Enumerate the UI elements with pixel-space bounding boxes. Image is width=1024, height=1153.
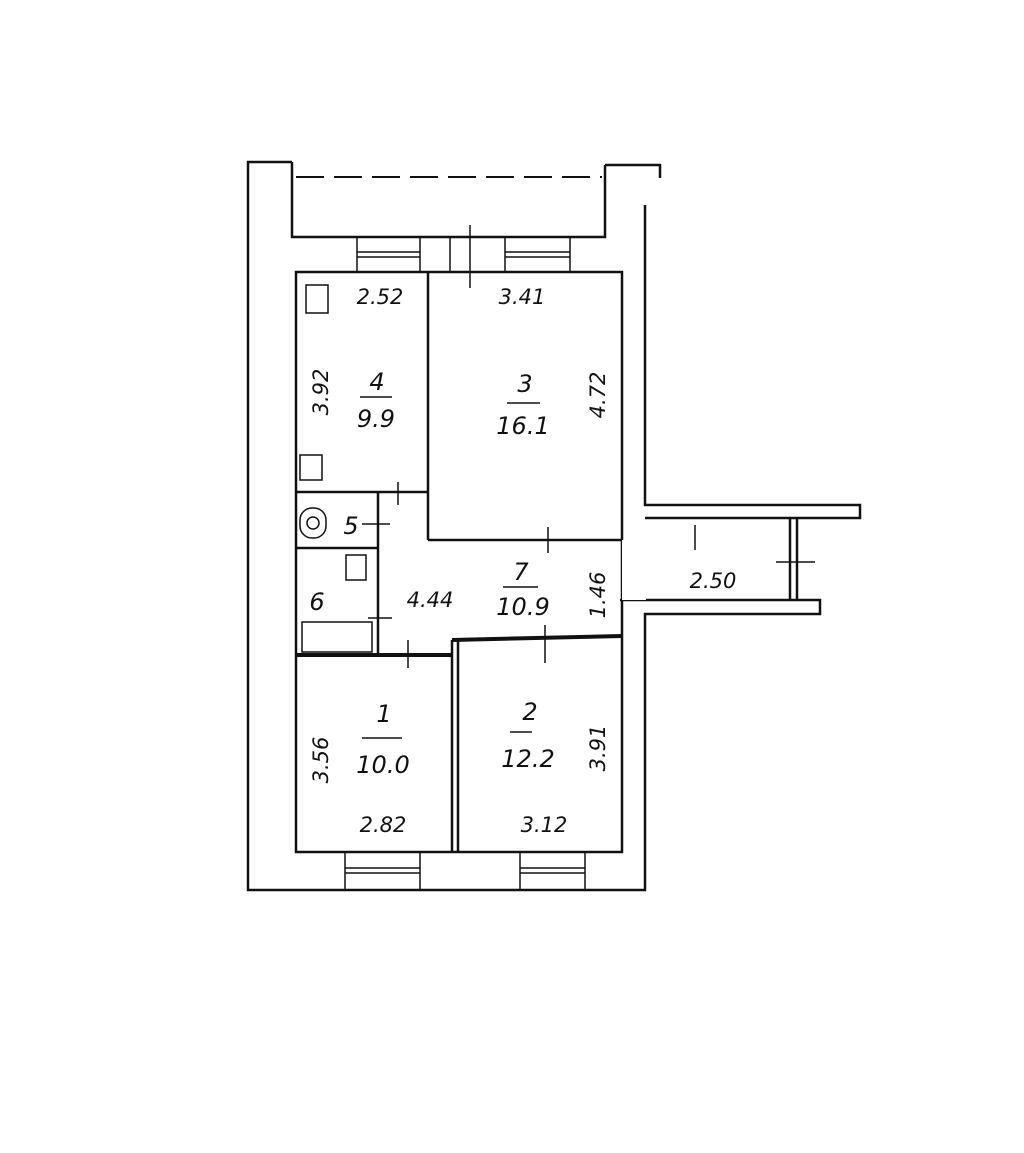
sink-icon — [299, 454, 323, 481]
room-7-area: 10.9 — [496, 593, 549, 621]
room-1-labels: 1 10.0 3.56 2.82 — [309, 700, 410, 837]
door-ticks — [362, 482, 815, 668]
room-2-width: 3.12 — [521, 813, 568, 837]
room-4-length: 3.92 — [309, 369, 333, 416]
room-1-length: 3.56 — [309, 737, 333, 784]
room-4-number: 4 — [369, 368, 384, 396]
room-3-number: 3 — [517, 370, 532, 398]
inner-walls — [294, 270, 799, 854]
toilet-icon — [299, 507, 327, 539]
room-1-width: 2.82 — [360, 813, 407, 837]
room-2-labels: 2 12.2 3.91 3.12 — [501, 698, 610, 837]
room-6-number: 6 — [309, 588, 324, 616]
room-7-length: 4.44 — [407, 588, 454, 612]
room-7-width: 1.46 — [586, 572, 610, 619]
room-1-area: 10.0 — [356, 751, 409, 779]
room-3-labels: 3 16.1 3.41 4.72 — [496, 285, 610, 440]
room-7-labels: 7 10.9 4.44 1.46 2.50 — [407, 558, 737, 621]
room-3-area: 16.1 — [496, 412, 549, 440]
room-5-number: 5 — [343, 512, 358, 540]
room-4-area: 9.9 — [357, 405, 395, 433]
washbasin-icon — [345, 554, 367, 581]
windows — [344, 225, 586, 891]
room-4-width: 2.52 — [357, 285, 404, 309]
room-2-area: 12.2 — [501, 745, 554, 773]
room-7-number: 7 — [513, 558, 529, 586]
room-1-number: 1 — [376, 700, 391, 728]
stove-icon — [305, 284, 329, 314]
vestibule-length: 2.50 — [690, 569, 737, 593]
room-2-number: 2 — [522, 698, 537, 726]
room-3-width: 3.41 — [499, 285, 546, 309]
outer-walls — [246, 160, 862, 892]
bathtub-icon — [301, 621, 373, 653]
room-3-length: 4.72 — [586, 372, 610, 419]
room-4-labels: 4 9.9 2.52 3.92 — [309, 285, 403, 433]
room-2-length: 3.91 — [586, 725, 610, 772]
fixtures — [299, 284, 373, 653]
